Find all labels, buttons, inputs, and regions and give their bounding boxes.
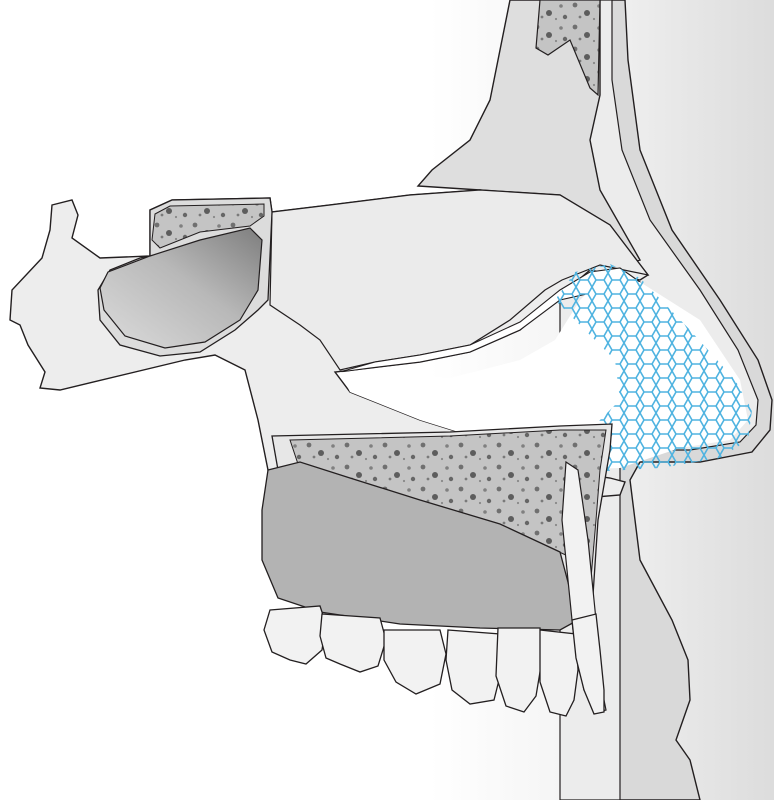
molar-tooth: [264, 606, 326, 664]
molar-tooth: [320, 614, 386, 672]
premolar-tooth: [384, 630, 446, 694]
